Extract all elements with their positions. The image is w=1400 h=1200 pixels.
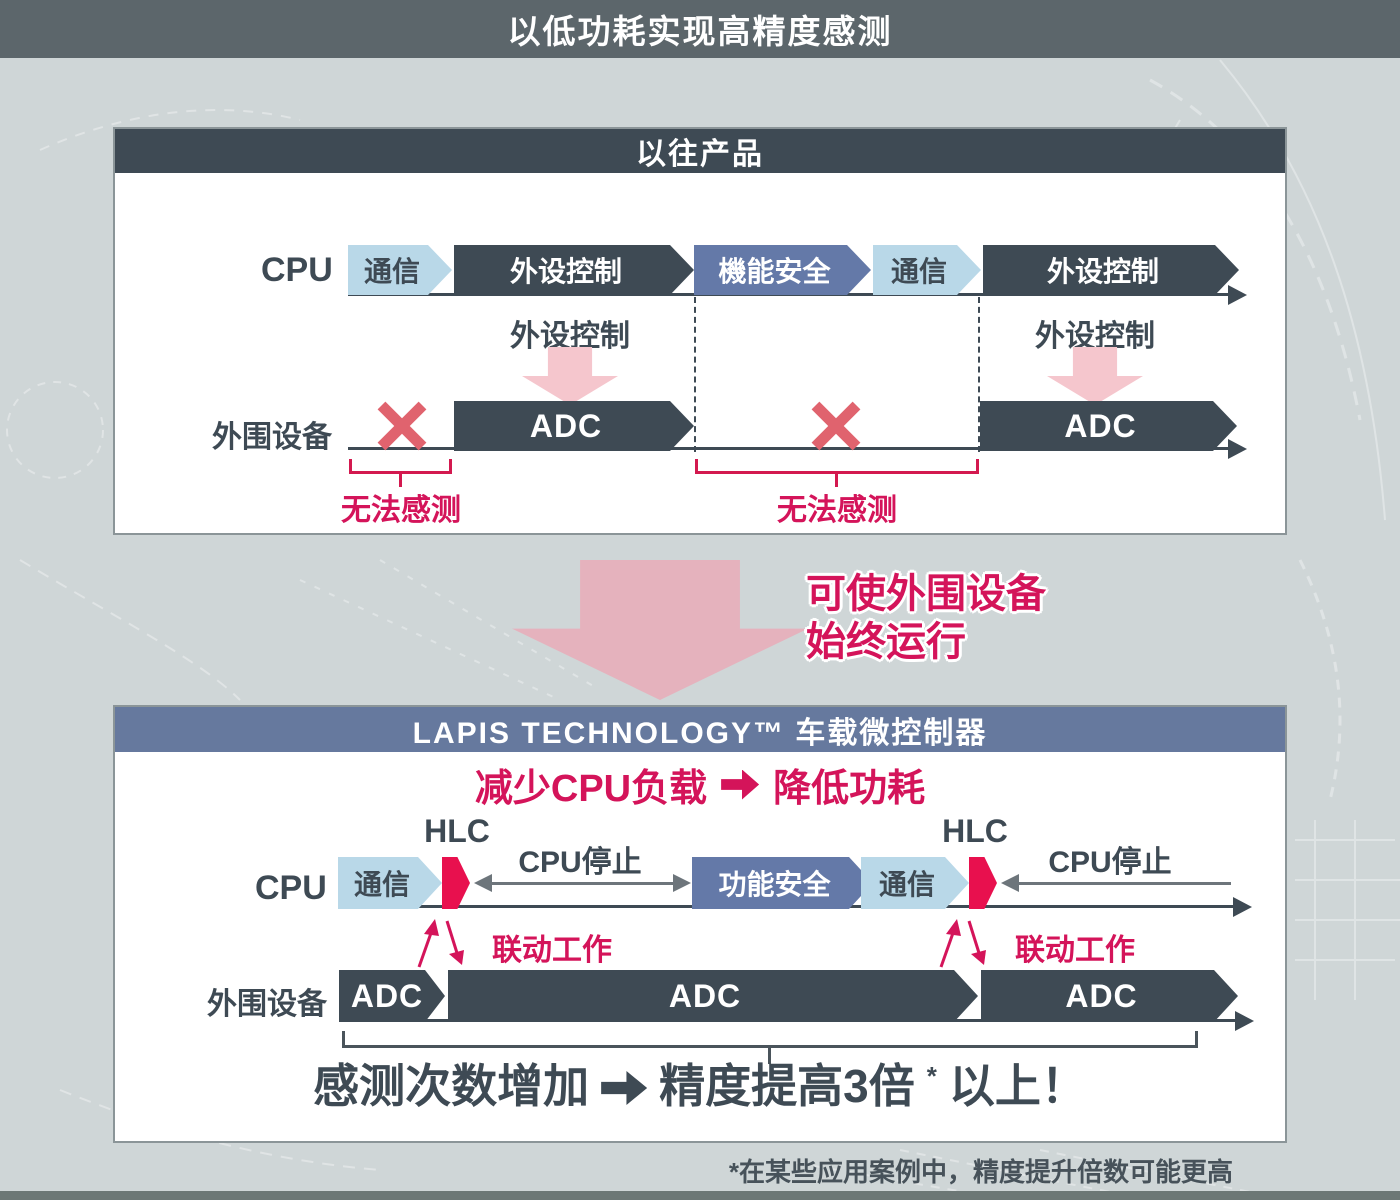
task-label: 通信 (353, 869, 410, 900)
link-arrows-icon (417, 919, 464, 968)
cpu-task-comm-2: 通信 (861, 857, 969, 909)
hlc-marker-icon (442, 857, 470, 909)
peripheral-timeline (348, 447, 1228, 450)
cpu-stop-label-1: CPU停止 (518, 846, 642, 879)
no-sensing-bracket-1 (349, 459, 452, 474)
arrowhead-right-icon (673, 874, 691, 892)
down-arrow-icon (522, 347, 618, 405)
task-label: ADC (529, 407, 603, 444)
idle-region-dashed-line-left (694, 297, 696, 452)
page-title: 以低功耗实现高精度感测 (507, 13, 893, 50)
result-statement: 感测次数增加 精度提高3倍 * 以上！ (115, 1057, 1285, 1115)
hlc-marker-icon (969, 857, 997, 909)
task-label: 通信 (878, 869, 935, 900)
no-sensing-bracket-2 (695, 459, 979, 474)
no-sensing-bracket-tick (835, 474, 838, 487)
task-label: 通信 (363, 256, 420, 287)
task-label: ADC (1064, 407, 1137, 444)
cpu-stop-left-arrow (1014, 882, 1231, 885)
benefit-statement: 减少CPU负载 降低功耗 (115, 757, 1285, 812)
adc-arrow-3: ADC (981, 970, 1238, 1022)
cpu-lane-label: CPU (255, 869, 327, 907)
panel-lapis-title: LAPIS TECHNOLOGY™ 车载微控制器 (412, 716, 988, 750)
task-label: ADC (668, 977, 742, 1014)
result-left: 感测次数增加 (313, 1060, 590, 1112)
cpu-task-comm-1: 通信 (348, 245, 452, 295)
no-sensing-label-1: 无法感测 (341, 494, 461, 527)
link-work-label-2: 联动工作 (1015, 934, 1135, 967)
result-tail: 以上！ (948, 1060, 1087, 1112)
idle-region-dashed-line-right (978, 297, 980, 452)
transition-line-1: 可使外围设备 (806, 572, 1046, 616)
cpu-task-control-2: 外设控制 (983, 245, 1239, 295)
cpu-timeline-arrowhead-icon (1228, 285, 1247, 305)
right-block-arrow-icon (601, 1071, 648, 1105)
cpu-task-safety: 功能安全 (692, 857, 873, 909)
footnote: *在某些应用案例中，精度提升倍数可能更高 (728, 1157, 1233, 1187)
task-label: 功能安全 (718, 869, 831, 900)
hlc-label-1: HLC (424, 813, 490, 849)
task-label: 通信 (890, 256, 947, 287)
result-right: 精度提高3倍 (659, 1060, 915, 1112)
panel-previous-title: 以往产品 (636, 138, 764, 171)
panel-previous-products: 以往产品 CPU 通信 外设控制 機能安全 通信 外设控制 外设控制 外设控制 … (113, 127, 1287, 535)
no-sensing-x-icon (811, 403, 861, 449)
no-sensing-x-icon (377, 403, 427, 449)
adc-arrow-2: ADC (448, 970, 978, 1022)
panel-lapis-mcu: LAPIS TECHNOLOGY™ 车载微控制器 减少CPU负载 降低功耗 HL… (113, 705, 1287, 1143)
sensing-span-bracket-tick (768, 1048, 771, 1064)
arrowhead-left-icon (474, 874, 492, 892)
adc-arrow-1: ADC (454, 401, 694, 451)
cpu-timeline-arrowhead-icon (1233, 897, 1252, 917)
arrowhead-left-icon (1001, 874, 1019, 892)
sensing-span-bracket (342, 1031, 1198, 1048)
bottom-edge-strip (0, 1191, 1400, 1200)
transition-text: 可使外围设备 始终运行 (806, 570, 1046, 666)
cpu-task-comm-1: 通信 (338, 857, 442, 909)
cpu-stop-double-arrow (487, 882, 677, 885)
peripheral-timeline-arrowhead-icon (1228, 439, 1247, 459)
panel-lapis-header: LAPIS TECHNOLOGY™ 车载微控制器 (115, 707, 1285, 752)
peripheral-timeline-arrowhead-icon (1235, 1011, 1254, 1031)
peripheral-lane-label: 外围设备 (207, 988, 327, 1021)
cpu-task-safety: 機能安全 (694, 245, 871, 295)
panel-previous-header: 以往产品 (115, 129, 1285, 173)
link-work-label-1: 联动工作 (492, 934, 612, 967)
adc-arrow-2: ADC (980, 401, 1237, 451)
cpu-task-comm-2: 通信 (873, 245, 981, 295)
transition-down-arrow-icon (512, 560, 808, 700)
hlc-label-2: HLC (942, 813, 1008, 849)
task-label: ADC (350, 977, 424, 1014)
no-sensing-bracket-tick (399, 474, 402, 487)
no-sensing-label-2: 无法感测 (777, 494, 897, 527)
benefit-left: 减少CPU负载 (474, 768, 708, 810)
adc-arrow-1: ADC (339, 970, 445, 1022)
task-label: ADC (1065, 977, 1138, 1014)
task-label: 外设控制 (509, 256, 622, 287)
transition-line-2: 始终运行 (806, 620, 966, 664)
cpu-task-control-1: 外设控制 (454, 245, 694, 295)
cpu-stop-label-2: CPU停止 (1048, 846, 1172, 879)
result-asterisk: * (926, 1061, 937, 1091)
right-block-arrow-icon (721, 769, 760, 800)
benefit-right: 降低功耗 (773, 768, 926, 810)
peripheral-lane-label: 外围设备 (212, 421, 332, 454)
link-arrows-icon (939, 919, 986, 968)
cpu-lane-label: CPU (261, 251, 333, 289)
task-label: 機能安全 (718, 256, 831, 287)
task-label: 外设控制 (1046, 256, 1159, 287)
page-title-bar: 以低功耗实现高精度感测 (0, 0, 1400, 58)
down-arrow-icon (1047, 347, 1143, 405)
